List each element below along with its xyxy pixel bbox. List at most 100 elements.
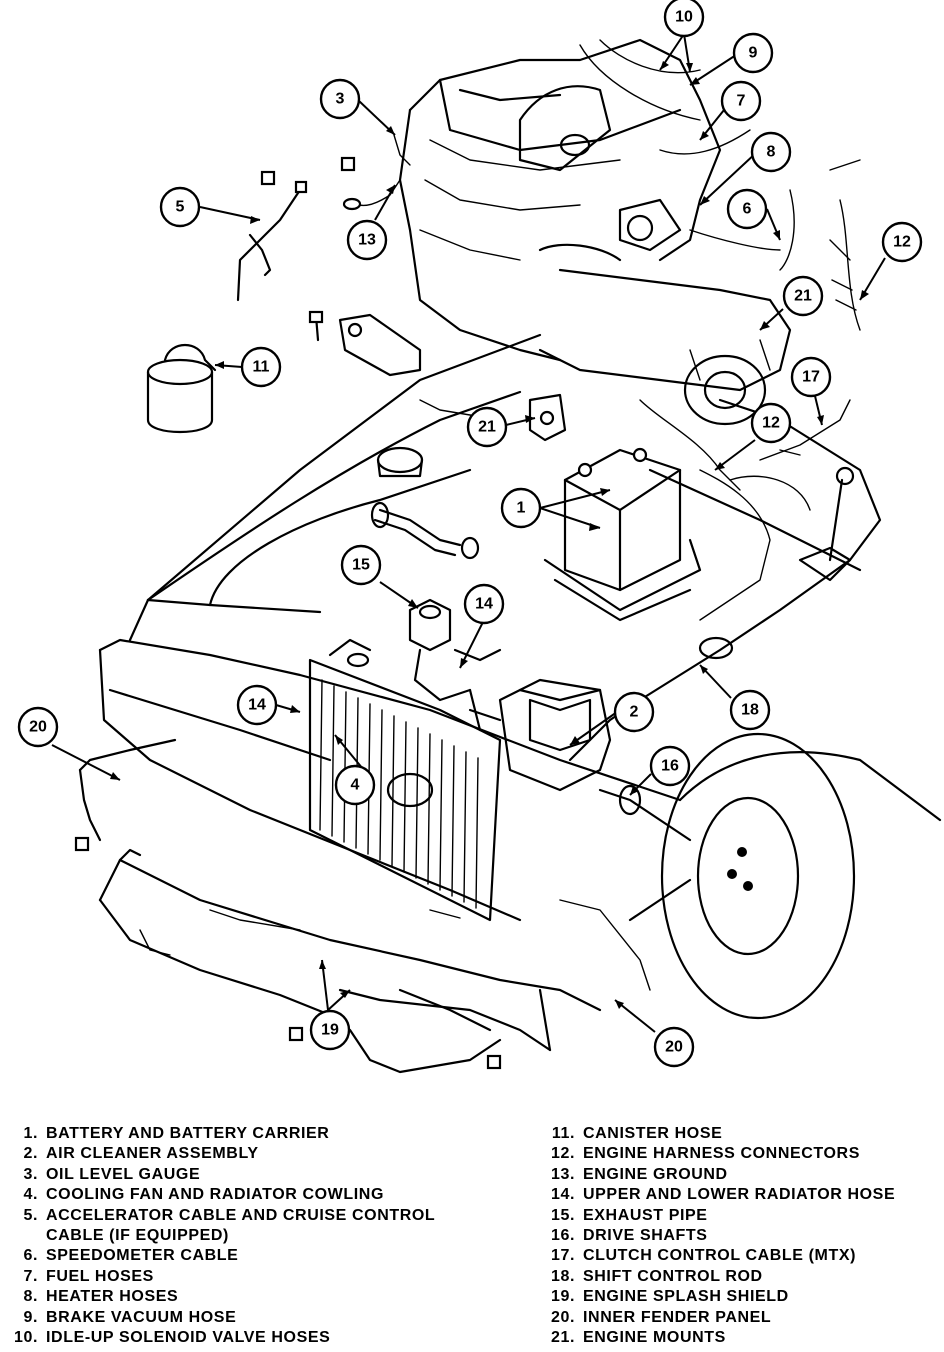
legend-item: 4.COOLING FAN AND RADIATOR COWLING: [12, 1185, 512, 1205]
callout-label: 1: [517, 500, 526, 517]
battery: [543, 447, 702, 622]
splash-shield: [74, 836, 602, 1074]
legend-number: 7.: [23, 1267, 38, 1285]
callout-label: 18: [741, 702, 759, 719]
callout-label: 12: [893, 234, 911, 251]
callout-21-upper: 21: [782, 275, 824, 317]
callout-label: 10: [675, 9, 693, 26]
callout-label: 16: [661, 758, 679, 775]
callout-label: 8: [767, 144, 776, 161]
callout-1: 1: [500, 487, 542, 529]
callout-17: 17: [790, 356, 832, 398]
legend-text: EXHAUST PIPE: [583, 1206, 708, 1224]
callout-4: 4: [334, 764, 376, 806]
legend-column-right: 11.CANISTER HOSE 12.ENGINE HARNESS CONNE…: [551, 1124, 941, 1348]
callout-label: 7: [737, 93, 746, 110]
callout-label: 20: [29, 719, 47, 736]
callout-20-left: 20: [17, 706, 59, 748]
callout-14-lower: 14: [236, 684, 278, 726]
legend-item: 16. DRIVE SHAFTS: [551, 1226, 941, 1246]
callout-15: 15: [340, 544, 382, 586]
callout-label: 12: [762, 415, 780, 432]
shift-control: [698, 466, 855, 660]
legend-text: SHIFT CONTROL ROD: [583, 1267, 763, 1285]
leader-lines: [51, 33, 886, 1033]
inner-fender-panel: [78, 738, 651, 991]
legend-text: CLUTCH CONTROL CABLE (MTX): [583, 1247, 857, 1265]
legend-item: 1.BATTERY AND BATTERY CARRIER: [12, 1124, 512, 1144]
callout-10: 10: [663, 0, 705, 38]
legend-text: ENGINE GROUND: [583, 1165, 728, 1183]
legend-column-left: 1.BATTERY AND BATTERY CARRIER 2. AIR CLEA…: [12, 1124, 512, 1348]
legend-number: 8.: [23, 1288, 38, 1306]
callout-7: 7: [720, 80, 762, 122]
legend-item: 12.ENGINE HARNESS CONNECTORS: [551, 1144, 941, 1164]
legend-item: 14. UPPER AND LOWER RADIATOR HOSE: [551, 1185, 941, 1205]
legend-text: OIL LEVEL GAUGE: [46, 1165, 201, 1183]
legend-number: 3.: [23, 1165, 38, 1183]
engine-mount-left: [308, 310, 422, 377]
legend-number: 6.: [23, 1247, 38, 1265]
legend-number: 2.: [23, 1145, 38, 1163]
callout-label: 20: [665, 1039, 683, 1056]
legend-item: 17. CLUTCH CONTROL CABLE (MTX): [551, 1246, 941, 1266]
legend-text: CANISTER HOSE: [583, 1125, 723, 1142]
legend-number: 5.: [23, 1206, 38, 1224]
callout-12-harness-center: 12: [750, 402, 792, 444]
legend-text: UPPER AND LOWER RADIATOR HOSE: [583, 1186, 896, 1204]
engine-mount-lower: [528, 393, 567, 442]
callout-3: 3: [319, 78, 361, 120]
legend-number: 16.: [551, 1226, 576, 1244]
harness-connectors: [759, 159, 861, 461]
legend-number: 10.: [13, 1328, 38, 1346]
legend-text: ENGINE MOUNTS: [583, 1328, 726, 1346]
legend-item: 6. SPEEDOMETER CABLE: [12, 1246, 512, 1266]
engine-removal-diagram: 1 2 3 4 5 6 7 8 9 10 11 12 12 13 14 14 1…: [17, 0, 942, 1074]
legend-number: 13.: [551, 1165, 576, 1183]
legend-text: ENGINE HARNESS CONNECTORS: [583, 1145, 860, 1163]
legend-item: 18. SHIFT CONTROL ROD: [551, 1267, 941, 1287]
legend-number: 19.: [551, 1288, 576, 1306]
callout-label: 15: [352, 557, 370, 574]
callout-19: 19: [309, 1009, 351, 1051]
callout-label: 14: [248, 697, 266, 714]
legend-item: 13. ENGINE GROUND: [551, 1165, 941, 1185]
callout-label: 11: [253, 359, 270, 376]
legend-item: 7. FUEL HOSES: [12, 1267, 512, 1287]
legend-item: 21. ENGINE MOUNTS: [551, 1328, 941, 1348]
legend-number: 18.: [551, 1267, 576, 1285]
callout-label: 5: [176, 199, 185, 216]
callout-label: 14: [475, 596, 493, 613]
callout-13: 13: [346, 219, 388, 261]
exhaust-pipe: [408, 598, 502, 732]
legend-number: 1.: [23, 1125, 38, 1142]
legend-text: FUEL HOSES: [46, 1267, 154, 1285]
legend-item: 3. OIL LEVEL GAUGE: [12, 1165, 512, 1185]
legend-item: 8.HEATER HOSES: [12, 1287, 512, 1307]
callout-2: 2: [613, 691, 655, 733]
callout-label: 9: [749, 45, 758, 62]
legend-text: SPEEDOMETER CABLE: [46, 1247, 239, 1265]
callout-5: 5: [159, 186, 201, 228]
callout-8: 8: [750, 131, 792, 173]
callout-14-upper: 14: [463, 583, 505, 625]
callout-label: 2: [630, 704, 639, 721]
legend-text: DRIVE SHAFTS: [583, 1226, 708, 1244]
legend-item: 15.EXHAUST PIPE: [551, 1206, 941, 1226]
legend-text: ENGINE SPLASH SHIELD: [583, 1288, 789, 1306]
legend-text: AIR CLEANER ASSEMBLY: [46, 1145, 259, 1163]
legend-number: 17.: [551, 1247, 576, 1265]
callout-label: 21: [478, 419, 496, 436]
callout-11: 11: [240, 346, 282, 388]
legend-item: 10.IDLE-UP SOLENOID VALVE HOSES: [12, 1328, 512, 1348]
callout-12-harness-right: 12: [881, 221, 923, 263]
canister: [146, 344, 217, 434]
parts-legend: 1.BATTERY AND BATTERY CARRIER 2. AIR CLEA…: [0, 1124, 944, 1352]
drive-shaft: [598, 784, 692, 842]
callout-label: 17: [802, 369, 820, 386]
legend-number: 14.: [551, 1186, 576, 1204]
callout-label: 4: [351, 777, 360, 794]
callout-label: 21: [794, 288, 812, 305]
legend-number: 21.: [551, 1328, 576, 1346]
legend-text: ACCELERATOR CABLE AND CRUISE CONTROL: [46, 1206, 436, 1224]
